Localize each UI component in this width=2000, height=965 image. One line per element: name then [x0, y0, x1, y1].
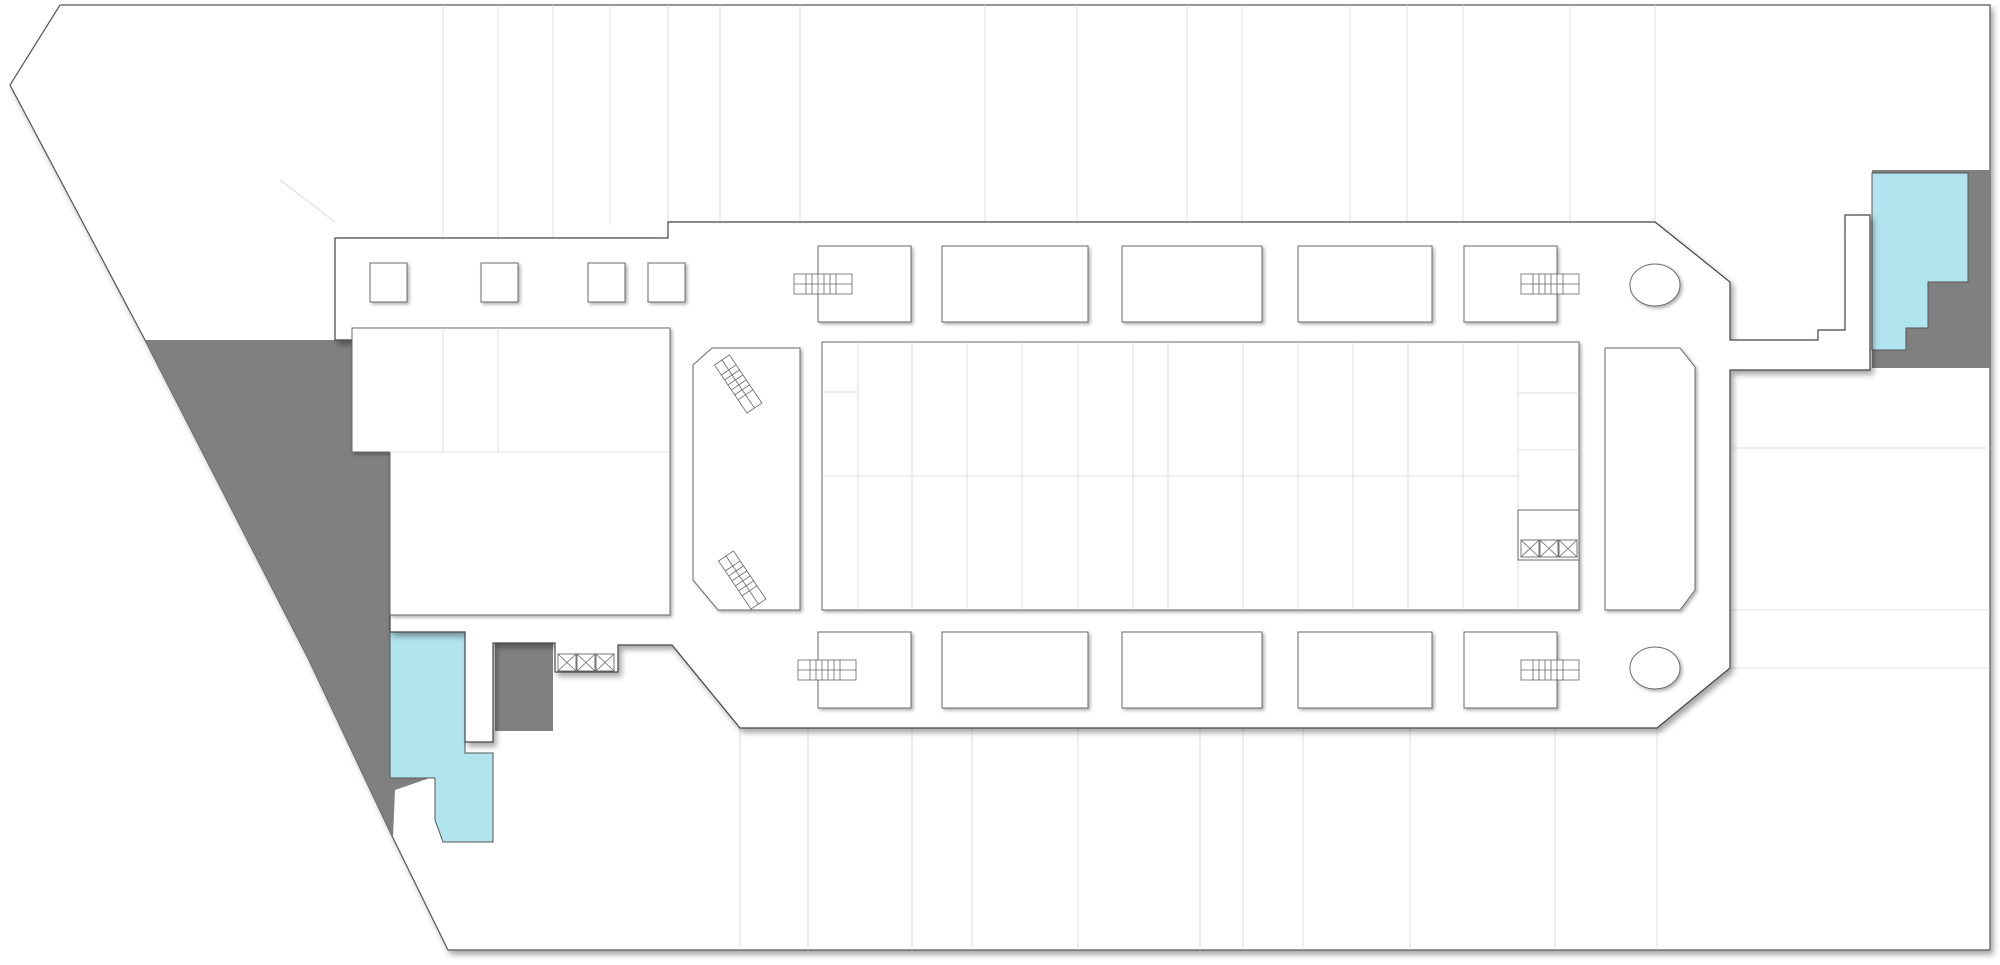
highlighted-store-east [1871, 172, 1969, 351]
anchor-store-block [351, 327, 671, 616]
escalator-icon [793, 273, 853, 295]
fountain-icon [1629, 646, 1681, 690]
inner-block-top-2 [941, 245, 1089, 323]
atrium-west [692, 347, 801, 611]
inner-block-top-4 [1297, 245, 1433, 323]
fountain-icon [1629, 263, 1681, 307]
pillar-icon [647, 262, 686, 303]
service-area-west [145, 338, 430, 838]
escalator-icon [1520, 659, 1580, 681]
inner-block-bottom-3 [1121, 631, 1263, 709]
atrium-east [1604, 347, 1696, 611]
top-store-dividers [279, 5, 1656, 238]
bottom-store-dividers [739, 728, 1658, 950]
pillar-icon [480, 262, 519, 303]
elevator-icon [1520, 539, 1578, 558]
inner-block-top-3 [1121, 245, 1263, 323]
escalator-icon [713, 354, 763, 414]
elevator-icon [557, 653, 615, 672]
escalator-icon [1520, 273, 1580, 295]
central-store-grid [822, 342, 1579, 610]
inner-block-bottom-4 [1297, 631, 1433, 709]
escalator-icon [797, 659, 857, 681]
escalator-icon [717, 550, 767, 610]
pillar-icon [369, 262, 408, 303]
service-area-south [495, 643, 553, 731]
inner-block-bottom-2 [941, 631, 1089, 709]
pillar-icon [587, 262, 626, 303]
